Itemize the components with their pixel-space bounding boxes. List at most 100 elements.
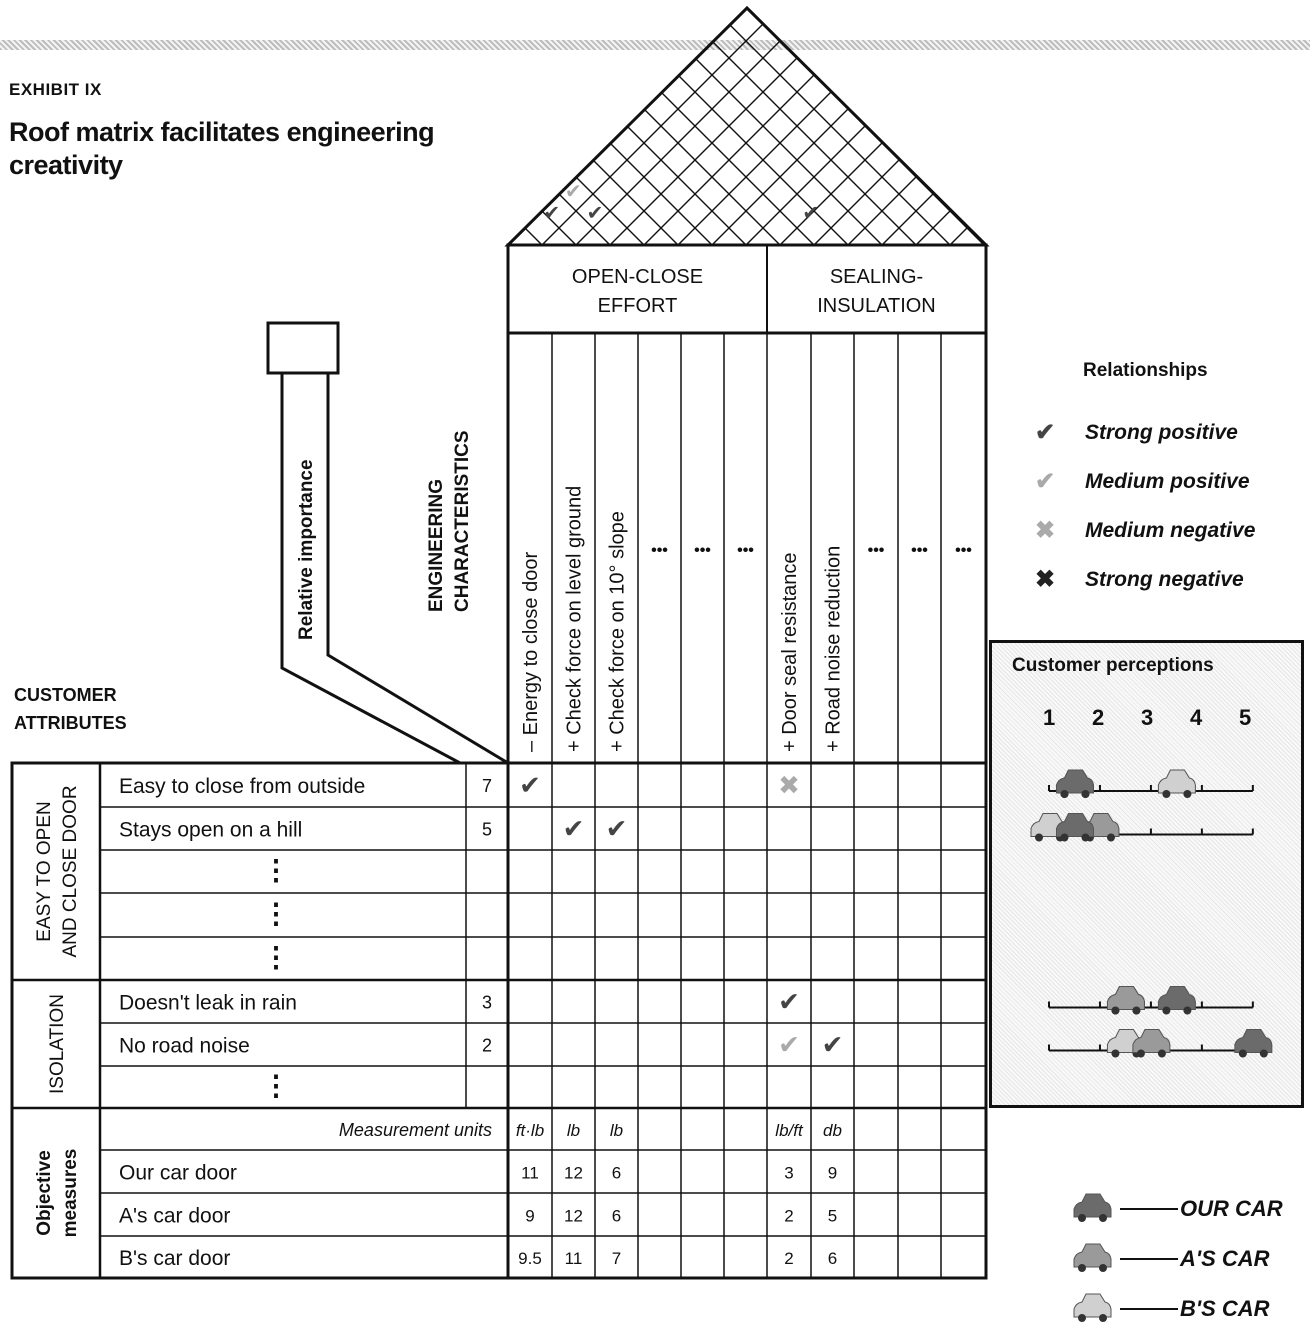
perception-scale-number: 5: [1239, 705, 1252, 730]
car-key-item: OUR CAR: [1070, 1193, 1283, 1225]
car-key-line: [1120, 1308, 1178, 1310]
placeholder-dots: •••: [955, 542, 972, 559]
roof-grid-line: [689, 8, 986, 245]
our-car-marker: [1055, 769, 1094, 798]
roof-grid-line: [575, 8, 986, 245]
objective-value: 7: [612, 1249, 621, 1268]
roof-grid-line: [791, 8, 986, 245]
roof-grid-line: [508, 8, 917, 245]
roof-grid-line: [508, 8, 633, 245]
roof-grid-line: [0, 0, 224, 245]
roof-grid-line: [587, 8, 986, 245]
our-car-marker-wheel: [1081, 833, 1090, 842]
our-car-marker-wheel: [1060, 790, 1069, 798]
roof-correlation-mark: ✔: [587, 203, 604, 225]
perception-scale-number: 4: [1190, 705, 1203, 730]
our-car-marker: [1234, 1029, 1273, 1058]
roof-grid-line: [996, 0, 1310, 245]
roof-grid-line: [0, 0, 292, 245]
roof-grid-line: [779, 8, 986, 245]
car-key-label: B'S CAR: [1180, 1296, 1270, 1321]
our-car-marker-body: [1055, 813, 1094, 837]
roof-grid-line: [0, 0, 462, 245]
roof-correlation-mark: ✔: [565, 181, 582, 203]
roof-grid-line: [519, 8, 986, 245]
roof-correlation-mark: ✔: [802, 202, 819, 224]
roof-grid-line: [508, 8, 883, 245]
engineering-characteristics-label: CHARACTERISTICS: [452, 430, 473, 612]
car-key-icon: [1073, 1243, 1112, 1272]
roof-grid-line: [1234, 0, 1310, 245]
row-group-label: ISOLATION: [47, 994, 68, 1094]
group-header-box: [506, 243, 988, 335]
roof-grid-line: [541, 8, 986, 245]
relationship-mark: ✔: [822, 1030, 844, 1060]
roof-grid-line: [508, 8, 986, 245]
roof-grid-line: [983, 8, 986, 245]
a-car-marker-body: [1132, 1029, 1171, 1053]
objective-row-label: Our car door: [119, 1162, 237, 1185]
measurement-unit: lb: [610, 1121, 623, 1140]
objective-value: 6: [612, 1207, 621, 1226]
a-car-marker: [1106, 986, 1145, 1015]
roof-grid-line: [508, 8, 577, 245]
roof-grid-line: [0, 0, 100, 245]
roof-grid-line: [1086, 0, 1310, 245]
roof-grid-line: [0, 0, 168, 245]
b-car-marker-wheel: [1162, 790, 1171, 798]
objective-value: 12: [564, 1164, 583, 1183]
b-car-marker-wheel: [1111, 1049, 1120, 1058]
objective-value: 3: [784, 1164, 793, 1183]
our-car-marker: [1157, 986, 1196, 1015]
objective-value: 2: [784, 1207, 793, 1226]
roof-grid-line: [0, 0, 202, 245]
placeholder-dots: •••: [694, 542, 711, 559]
relationship-mark: ✔: [519, 770, 541, 800]
roof-grid-line: [508, 8, 985, 245]
placeholder-dots: •••: [868, 542, 885, 559]
customer-perceptions-title: Customer perceptions: [1012, 655, 1214, 676]
characteristic-label: + Road noise reduction: [823, 546, 845, 752]
objective-row-label: B's car door: [119, 1247, 230, 1270]
roof-grid-line: [508, 8, 986, 245]
objective-row-label: A's car door: [119, 1205, 230, 1228]
our-car-marker-body: [1157, 986, 1196, 1010]
medium-positive-icon: ✔: [1035, 468, 1056, 495]
roof-grid-line: [677, 8, 986, 245]
legend-item-strong-negative: ✖Strong negative: [1035, 565, 1244, 594]
row-group-label: AND CLOSE DOOR: [60, 785, 81, 957]
roof-grid-line: [508, 8, 973, 245]
legend-label: Medium positive: [1085, 469, 1250, 493]
roof-grid-line: [0, 0, 360, 245]
relationship-mark: ✔: [778, 987, 800, 1017]
roof-grid-line: [1166, 0, 1310, 245]
legend-label: Medium negative: [1085, 518, 1256, 542]
roof-grid-line: [0, 0, 394, 245]
car-key-icon: [1073, 1293, 1112, 1322]
group-label-line: INSULATION: [817, 295, 936, 317]
roof-grid-line: [1018, 0, 1310, 245]
roof-grid-line: [0, 0, 474, 245]
roof-grid-line: [0, 0, 236, 245]
attribute-dots: ⋮: [262, 898, 290, 929]
roof-grid-line: [1052, 0, 1310, 245]
customer-attribute: No road noise: [119, 1035, 250, 1058]
attribute-dots: ⋮: [262, 855, 290, 886]
row-group-label: EASY TO OPEN: [34, 801, 55, 941]
our-car-marker-body: [1055, 769, 1094, 794]
roof-grid-line: [609, 8, 986, 245]
our-car-marker: [1055, 813, 1094, 842]
roof-grid-line: [0, 0, 440, 245]
group-label-line: EFFORT: [598, 295, 678, 317]
roof-grid-line: [745, 8, 986, 245]
roof-grid-line: [0, 0, 496, 245]
a-car-marker-wheel: [1157, 1049, 1166, 1058]
roof-grid-line: [0, 0, 20, 245]
roof-grid-line: [1290, 0, 1310, 245]
roof-grid-line: [927, 8, 986, 245]
our-car-marker-body: [1234, 1029, 1273, 1053]
attribute-dots: ⋮: [262, 942, 290, 973]
medium-negative-icon: ✖: [1035, 517, 1056, 544]
customer-attribute: Stays open on a hill: [119, 819, 302, 842]
roof-grid-line: [0, 0, 372, 245]
